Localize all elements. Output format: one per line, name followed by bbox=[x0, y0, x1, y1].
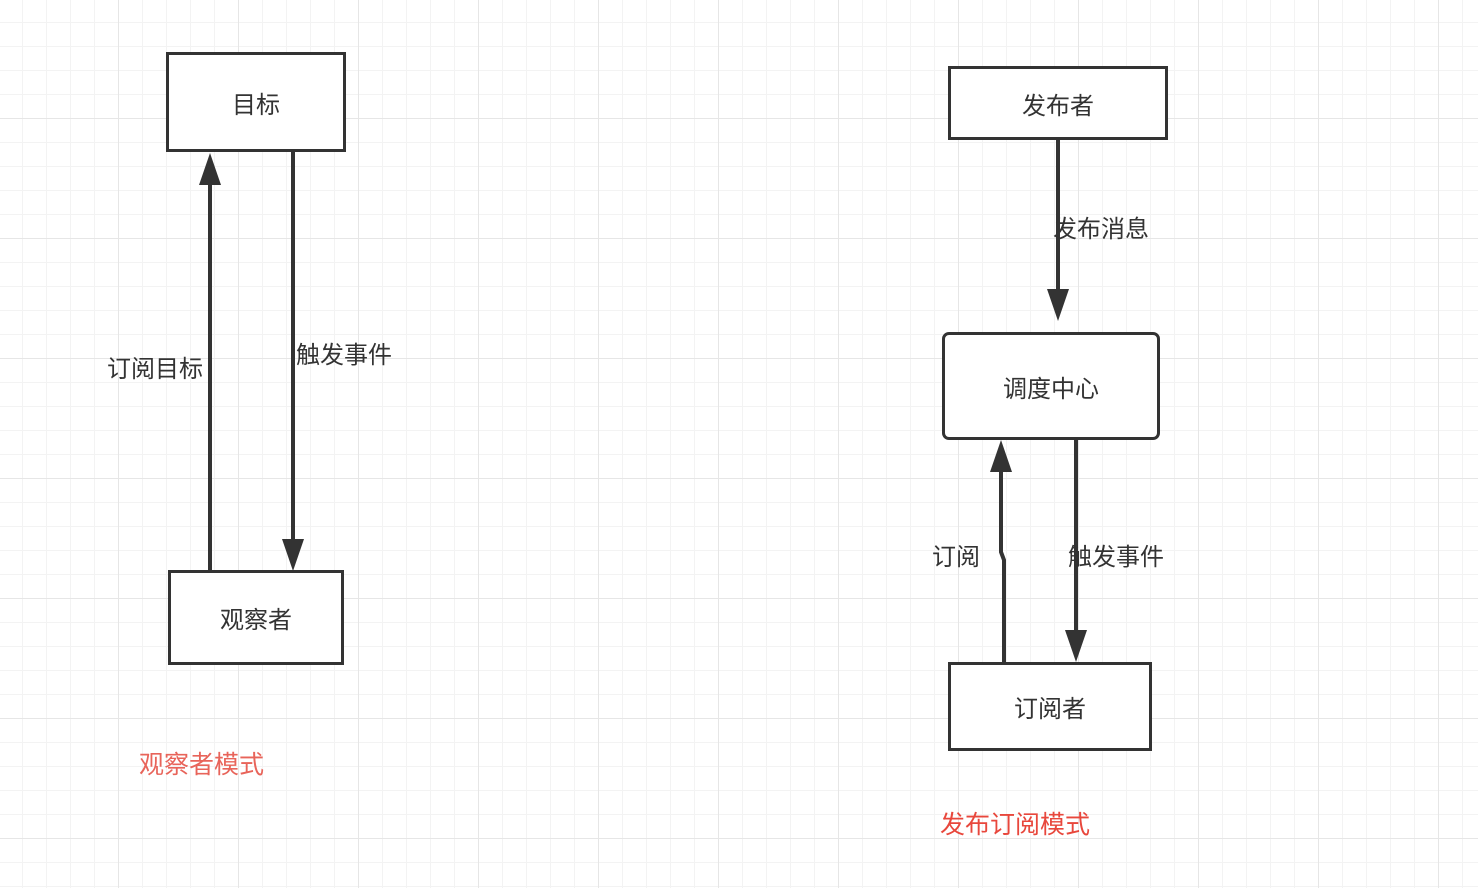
subscriber-node-label: 订阅者 bbox=[1014, 695, 1086, 723]
trigger-event-label-observer: 触发事件 bbox=[296, 341, 392, 369]
target-node[interactable]: 目标 bbox=[166, 52, 346, 152]
arrow-up-icon bbox=[199, 153, 221, 185]
trigger-event-label-pubsub: 触发事件 bbox=[1068, 543, 1164, 571]
dispatch-center-node-label: 调度中心 bbox=[1003, 374, 1099, 403]
arrow-down-icon bbox=[1047, 289, 1069, 321]
subscriber-node[interactable]: 订阅者 bbox=[948, 662, 1152, 751]
dispatch-center-node[interactable]: 调度中心 bbox=[942, 332, 1160, 440]
observer-node[interactable]: 观察者 bbox=[168, 570, 344, 665]
subscribe-edge-pubsub bbox=[999, 470, 1006, 662]
observer-pattern-caption: 观察者模式 bbox=[139, 750, 265, 779]
publisher-node[interactable]: 发布者 bbox=[948, 66, 1168, 140]
arrow-down-icon bbox=[1065, 630, 1087, 662]
arrow-up-icon bbox=[990, 440, 1012, 472]
publish-message-label: 发布消息 bbox=[1053, 215, 1149, 243]
observer-node-label: 观察者 bbox=[220, 606, 292, 634]
arrow-down-icon bbox=[282, 539, 304, 571]
publisher-node-label: 发布者 bbox=[1022, 91, 1094, 120]
subscribe-label: 订阅 bbox=[932, 543, 980, 571]
pubsub-pattern-caption: 发布订阅模式 bbox=[940, 810, 1091, 839]
target-node-label: 目标 bbox=[232, 90, 280, 119]
subscribe-target-label: 订阅目标 bbox=[107, 355, 203, 383]
